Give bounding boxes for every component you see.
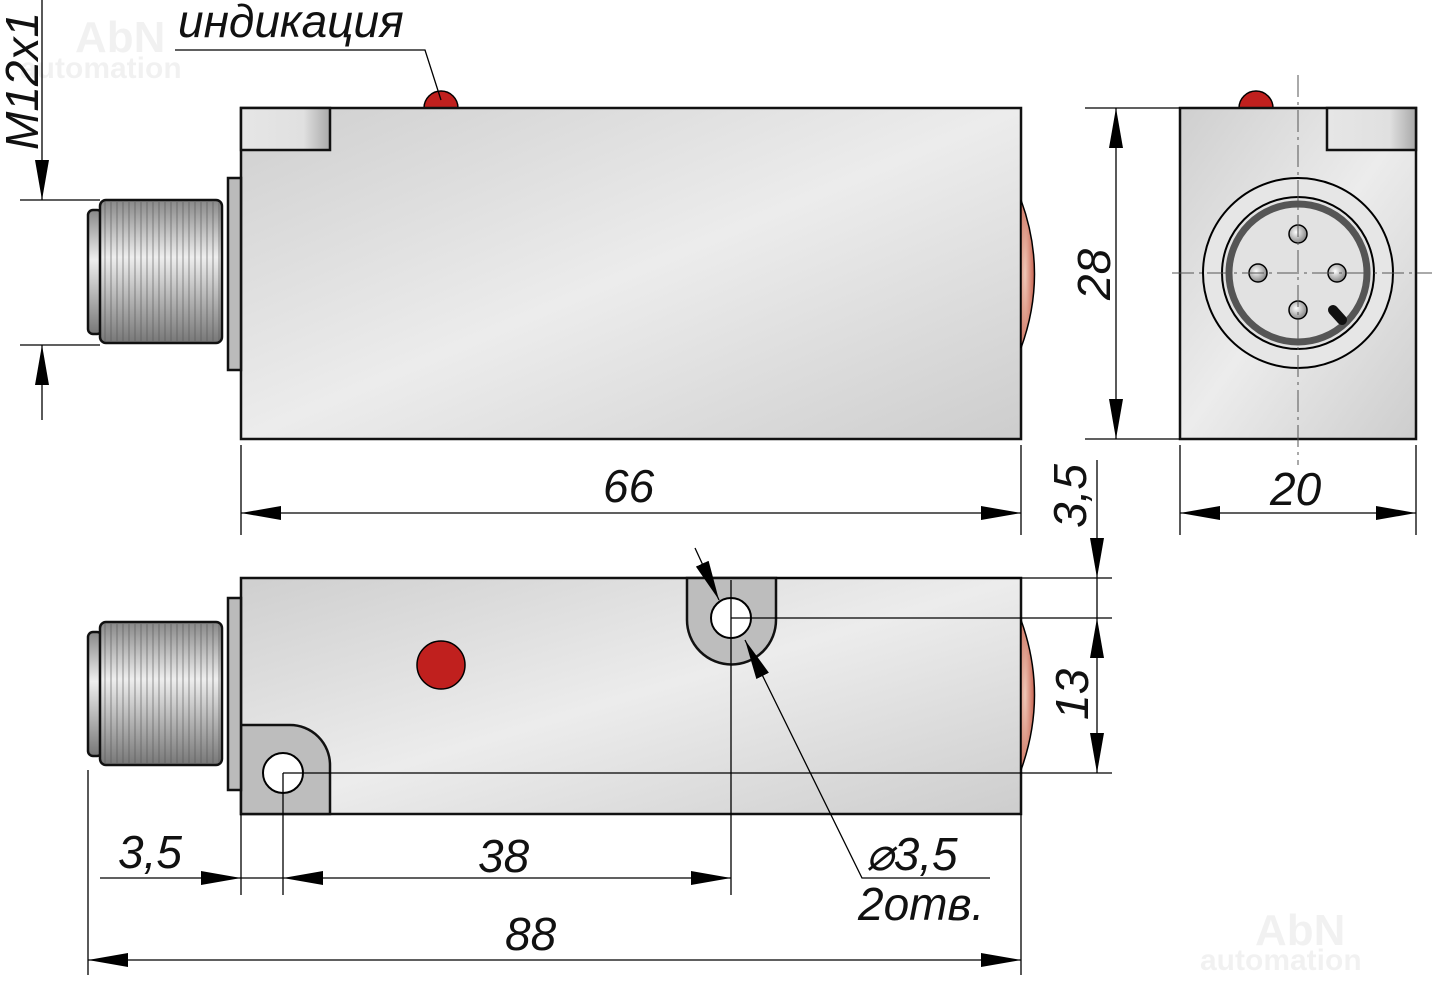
dim-3-5-horizontal: 3,5 <box>118 826 182 878</box>
bottom-view <box>86 576 1036 816</box>
dim-66: 66 <box>603 460 655 512</box>
label-hole-diameter: ⌀3,5 <box>866 828 958 880</box>
svg-text:AbN: AbN <box>75 13 165 62</box>
connector-thread <box>86 198 224 345</box>
watermark-top: AbN automation <box>20 13 182 85</box>
dim-3-5-vertical: 3,5 <box>1044 464 1096 528</box>
lens <box>1020 199 1036 349</box>
dim-20: 20 <box>1269 463 1322 515</box>
svg-text:automation: automation <box>1200 944 1362 977</box>
dimension-lines <box>20 0 1417 975</box>
svg-text:automation: automation <box>20 52 182 85</box>
dim-38: 38 <box>478 830 530 882</box>
label-thread: M12x1 <box>0 12 48 150</box>
side-view <box>1172 75 1432 465</box>
front-view <box>86 90 1036 441</box>
svg-text:AbN: AbN <box>1255 906 1345 955</box>
indicator-led <box>416 640 466 690</box>
dim-28: 28 <box>1068 248 1120 301</box>
dim-88: 88 <box>505 908 557 960</box>
dim-13: 13 <box>1046 668 1098 720</box>
watermark-bottom: AbN automation <box>1200 906 1362 977</box>
label-indication: индикация <box>178 0 404 47</box>
label-hole-count: 2отв. <box>857 878 984 930</box>
